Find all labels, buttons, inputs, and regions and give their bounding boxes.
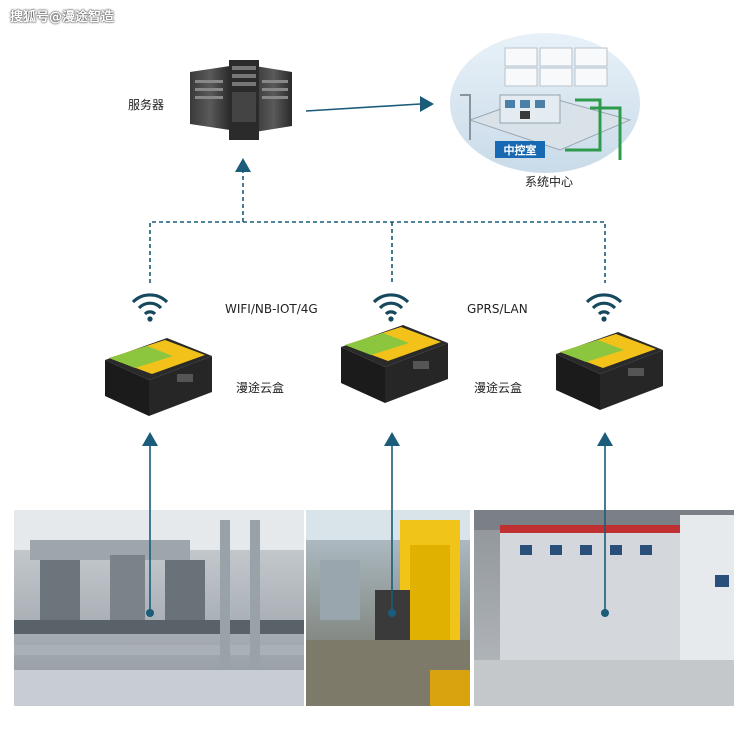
arrow-server-to-center bbox=[305, 103, 421, 112]
wifi-icon bbox=[131, 293, 169, 322]
arrow-right-icon bbox=[420, 96, 434, 112]
arrow-origin-dot bbox=[601, 609, 609, 617]
arrow-up-icon bbox=[142, 432, 158, 446]
arrow-origin-dot bbox=[388, 609, 396, 617]
arrow-up-icon bbox=[384, 432, 400, 446]
photo-gantry-robot bbox=[306, 510, 470, 706]
protocol-label-left: WIFI/NB-IOT/4G bbox=[225, 302, 318, 316]
wifi-icon bbox=[372, 293, 410, 322]
cloud-box-device-icon bbox=[105, 338, 212, 416]
system-center-label: 系统中心 bbox=[525, 174, 573, 189]
arrow-up-icon bbox=[597, 432, 613, 446]
watermark-text: 搜狐号@漫途智造 bbox=[10, 10, 115, 25]
system-center-illustration bbox=[450, 33, 640, 173]
device-label-right: 漫途云盒 bbox=[474, 380, 522, 395]
arrow-origin-dot bbox=[146, 609, 154, 617]
network-bus-dashed bbox=[149, 221, 606, 283]
arrow-up-icon bbox=[235, 158, 251, 172]
photo-factory-machinery bbox=[14, 510, 304, 706]
device-label-left: 漫途云盒 bbox=[236, 380, 284, 395]
cloud-box-device-icon bbox=[341, 325, 448, 403]
server-label: 服务器 bbox=[128, 97, 164, 112]
photo-switchgear-cabinets bbox=[474, 510, 734, 706]
protocol-label-right: GPRS/LAN bbox=[467, 302, 528, 316]
control-room-label: 中控室 bbox=[504, 143, 537, 157]
control-room-badge: 中控室 bbox=[495, 141, 545, 158]
cloud-box-device-icon bbox=[556, 332, 663, 410]
wifi-icon bbox=[585, 293, 623, 322]
server-rack-icon bbox=[190, 60, 292, 140]
